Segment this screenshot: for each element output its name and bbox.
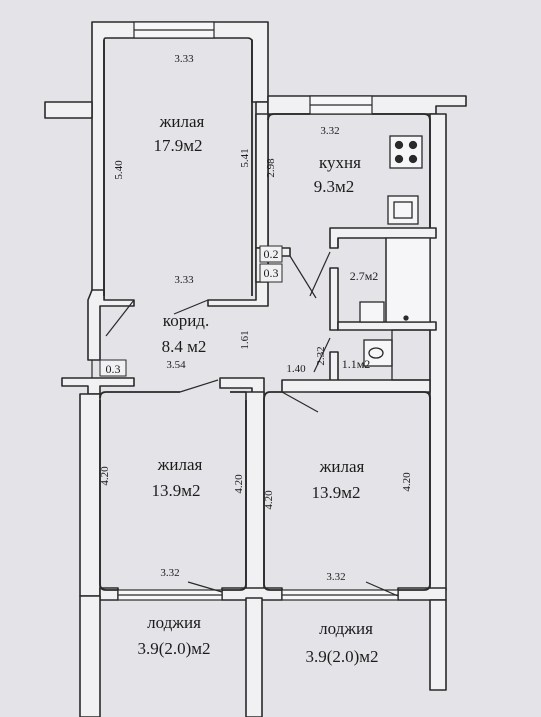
wall-left-stub	[44, 101, 93, 119]
outline-left-bedroom	[99, 391, 247, 591]
door-balcony-right	[365, 581, 399, 597]
outline-right-bedroom	[263, 391, 431, 591]
dim-living-left-right: 4.20	[233, 474, 245, 494]
room-name-corridor: корид.	[163, 311, 209, 330]
room-area-loggia-right: 3.9(2.0)м2	[305, 647, 378, 666]
wall-kitchen-left	[255, 113, 269, 249]
room-area-corridor: 8.4 м2	[162, 337, 207, 356]
dim-living-top-right: 5.41	[239, 148, 251, 167]
walls	[44, 21, 467, 717]
outline-kitchen	[267, 113, 431, 228]
room-area-bath: 2.7м2	[350, 269, 379, 283]
dim-kitchen-top: 3.32	[320, 125, 339, 137]
room-name-living-top: жилая	[159, 112, 205, 131]
wall-loggia-middle	[245, 597, 263, 717]
dim-kitchen-left: 2.98	[265, 158, 277, 178]
dim-niche-b: 0.3	[264, 266, 279, 280]
room-name-loggia-left: лоджия	[147, 613, 201, 632]
room-area-kitchen: 9.3м2	[314, 177, 355, 196]
dim-living-right-bottom: 3.32	[326, 571, 345, 583]
washbasin-icon	[359, 301, 385, 323]
dim-wc: 2.32	[315, 346, 327, 365]
door-bath	[309, 251, 331, 297]
door-top-left-room-a	[105, 299, 135, 337]
room-area-wc: 1.1м2	[342, 357, 371, 371]
dim-living-left-bottom: 3.32	[160, 567, 179, 579]
room-name-living-right: жилая	[319, 457, 365, 476]
door-balcony-left	[187, 581, 223, 593]
stove-icon	[389, 135, 423, 169]
dim-corridor-a: 3.54	[166, 359, 186, 371]
room-name-kitchen: кухня	[319, 153, 361, 172]
dim-living-right-left: 4.20	[263, 490, 275, 510]
wall-top-left-room	[91, 21, 269, 301]
wall-corridor-bottom-right	[281, 379, 431, 393]
room-name-living-left: жилая	[157, 455, 203, 474]
dim-living-top-top: 3.33	[174, 53, 194, 65]
niche-box-c	[99, 359, 127, 377]
dim-living-top-bottom: 3.33	[174, 274, 194, 286]
room-area-living-right: 13.9м2	[311, 483, 360, 502]
room-name-loggia-right: лоджия	[319, 619, 373, 638]
wall-loggia-left	[79, 595, 101, 717]
wall-right-outer	[429, 113, 447, 591]
wc-fixture-box	[391, 329, 431, 381]
room-area-living-top: 17.9м2	[153, 136, 202, 155]
door-top-left-room-b	[173, 299, 209, 315]
room-area-loggia-left: 3.9(2.0)м2	[137, 639, 210, 658]
dim-corridor-b: 1.61	[239, 330, 251, 349]
sink-icon	[387, 195, 419, 225]
dim-corridor-c: 1.40	[286, 363, 306, 375]
outline-top-left-room	[103, 40, 253, 296]
wall-bath-wc-divider	[337, 321, 437, 331]
niche-box-b	[259, 263, 283, 283]
bathtub-icon	[385, 237, 431, 323]
dim-living-top-left: 5.40	[113, 160, 125, 180]
wall-left-outer-lower	[79, 393, 101, 597]
wall-between-bedrooms	[245, 391, 265, 599]
dim-niche-c: 0.3	[106, 362, 121, 376]
windows	[117, 21, 399, 601]
door-left-bedroom	[179, 379, 219, 393]
room-area-living-left: 13.9м2	[151, 481, 200, 500]
dim-living-right-right: 4.20	[401, 472, 413, 492]
niche-shelf	[337, 238, 387, 322]
wall-bath-left	[329, 267, 339, 331]
dim-niche-a: 0.2	[264, 247, 279, 261]
doors	[91, 251, 399, 597]
niche-box-a	[259, 245, 283, 263]
dim-living-left-left: 4.20	[99, 466, 111, 486]
door-right-bedroom	[281, 391, 319, 413]
fixtures	[337, 135, 431, 381]
door-wc	[313, 337, 331, 373]
room-outlines	[99, 40, 431, 591]
wall-loggia-right	[429, 599, 447, 691]
